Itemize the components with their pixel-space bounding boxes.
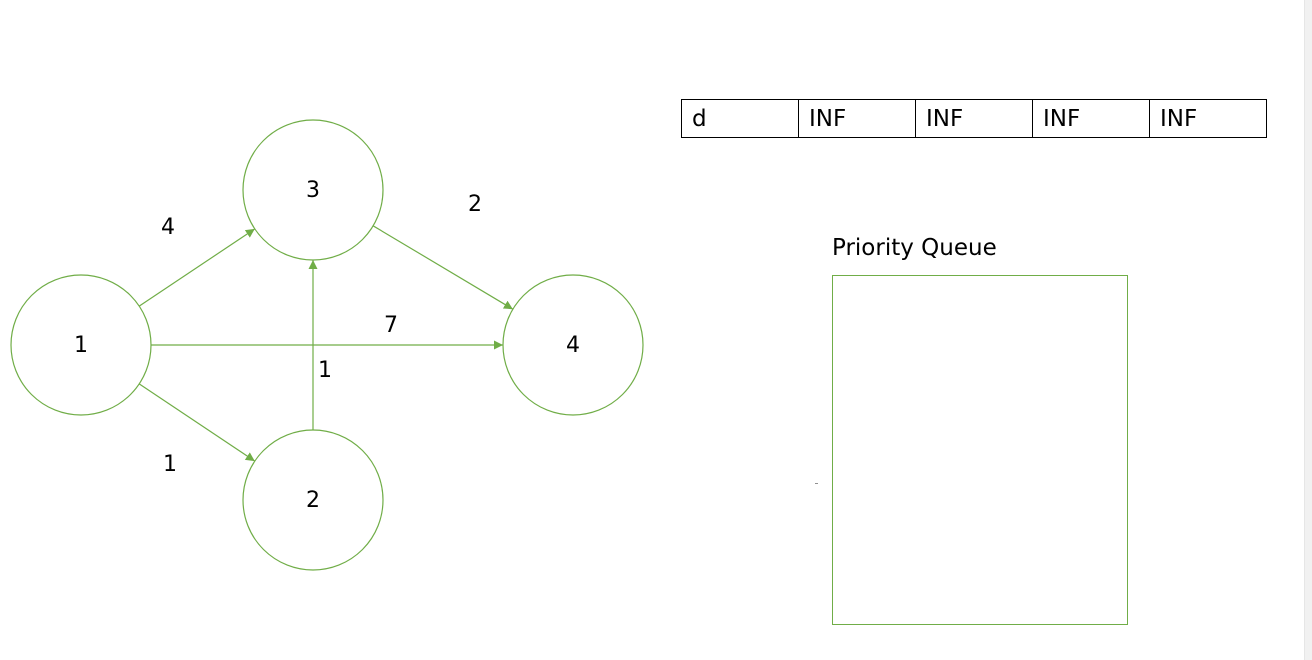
- distance-table: d INF INF INF INF: [681, 99, 1267, 138]
- edge-weight-2-3: 1: [318, 358, 332, 383]
- edge-3-4: [372, 225, 514, 310]
- graph-diagram: 4 7 1 1 2 1 2 3 4: [10, 119, 644, 571]
- distance-cell-node-4: INF: [1149, 99, 1267, 138]
- edge-weight-1-4: 7: [384, 313, 398, 338]
- vertical-scrollbar[interactable]: [1304, 0, 1312, 660]
- edge-weight-1-2: 1: [163, 452, 177, 477]
- edge-1-2: [138, 383, 256, 462]
- edge-weight-3-4: 2: [468, 192, 482, 217]
- distance-row: d INF INF INF INF: [681, 99, 1267, 138]
- node-2: [242, 429, 384, 571]
- nodes-layer: 1 2 3 4: [10, 119, 644, 571]
- node-label-1: 1: [74, 333, 88, 358]
- edge-weight-1-3: 4: [161, 215, 175, 240]
- distance-cell-node-3: INF: [1032, 99, 1150, 138]
- distance-cell-node-1: INF: [798, 99, 916, 138]
- priority-queue-title: Priority Queue: [832, 235, 997, 261]
- node-3: [242, 119, 384, 261]
- edge-1-3: [138, 228, 256, 307]
- priority-queue-box: [832, 275, 1128, 625]
- node-label-2: 2: [306, 488, 320, 513]
- stray-mark: [815, 483, 818, 484]
- distance-header-cell: d: [681, 99, 799, 138]
- node-label-4: 4: [566, 333, 580, 358]
- node-1: [10, 274, 152, 416]
- node-label-3: 3: [306, 178, 320, 203]
- node-4: [502, 274, 644, 416]
- distance-cell-node-2: INF: [915, 99, 1033, 138]
- edges-layer: 4 7 1 1 2: [138, 192, 514, 477]
